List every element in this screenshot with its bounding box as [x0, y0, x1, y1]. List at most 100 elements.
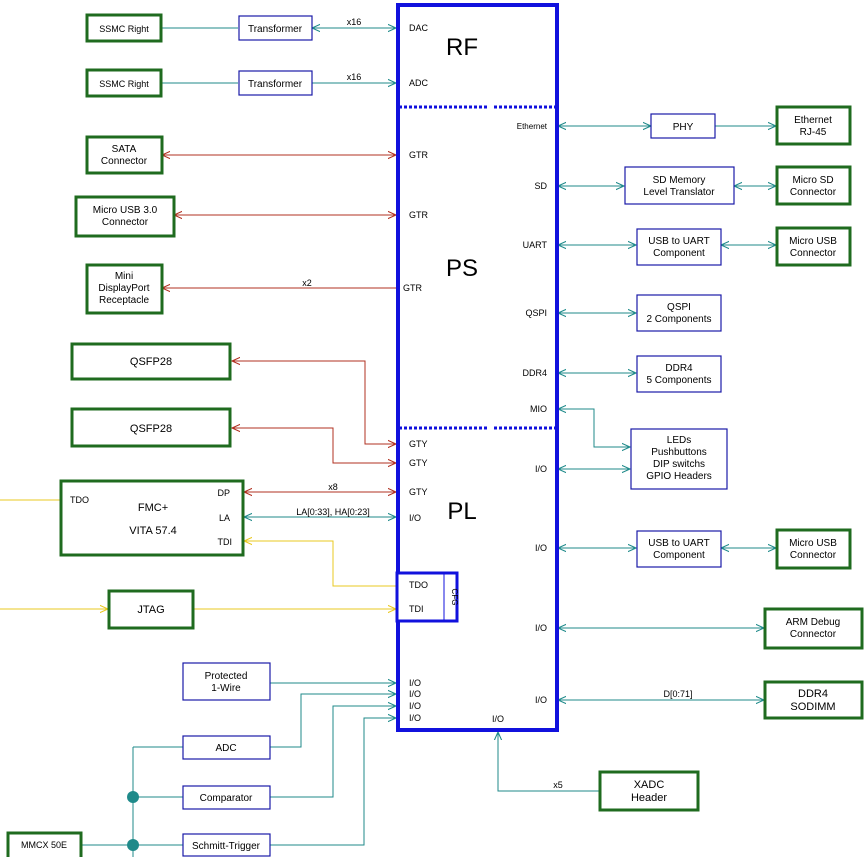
micro-usb-label: Connector — [790, 550, 837, 561]
ssmc-right-label: SSMC Right — [99, 79, 149, 89]
region-pl: PL — [447, 498, 476, 525]
port-gtr: GTR — [409, 150, 428, 160]
qsfp28-connector — [70, 407, 232, 448]
adc-box — [182, 735, 271, 760]
label-d-bus: D[0:71] — [663, 689, 692, 699]
leds-gpio-box — [630, 428, 728, 490]
xadc-header-connector — [598, 770, 700, 812]
adc-label: ADC — [215, 743, 236, 754]
junction-dot — [127, 791, 139, 803]
usb-uart-box — [636, 228, 722, 266]
right-components: PHY Ethernet RJ-45 SD Memory Level Trans… — [598, 105, 864, 812]
mini-dp-label: Receptacle — [99, 295, 149, 306]
port-io: I/O — [409, 713, 421, 723]
port-gtr: GTR — [403, 283, 422, 293]
transformer-label: Transformer — [248, 24, 303, 35]
port-ethernet: Ethernet — [517, 122, 548, 131]
ddr4-label: DDR4 — [665, 363, 693, 374]
comparator-label: Comparator — [200, 793, 253, 804]
device-block: RF PS PL TDO TDI CFG DAC ADC GTR GTR GTR… — [395, 3, 559, 732]
label-x2: x2 — [302, 278, 312, 288]
mmcx-label: MMCX 50E — [21, 840, 67, 850]
jtag-label: JTAG — [137, 604, 164, 616]
port-gty: GTY — [409, 458, 428, 468]
sd-level-translator-box — [624, 166, 735, 205]
leds-label: LEDs — [667, 435, 691, 446]
ddr4-sodimm-label: DDR4 — [798, 688, 828, 700]
port-uart: UART — [523, 240, 548, 250]
usb-uart-label: Component — [653, 550, 705, 561]
label-x5: x5 — [553, 780, 563, 790]
cfg-block — [395, 571, 459, 623]
micro-usb-label: Micro USB — [789, 538, 837, 549]
xadc-label: Header — [631, 792, 667, 804]
sd-translator-label: SD Memory — [653, 175, 706, 186]
protected-1wire-box — [182, 662, 271, 701]
left-components: SSMC Right Transformer SSMC Right Transf… — [6, 13, 313, 857]
transformer-box — [238, 15, 313, 41]
micro-usb3-connector — [74, 195, 176, 238]
micro-usb-label: Micro USB — [789, 236, 837, 247]
sata-label: SATA — [112, 144, 137, 155]
sd-translator-label: Level Translator — [643, 187, 715, 198]
transformer-box — [238, 70, 313, 96]
label-x8: x8 — [328, 482, 338, 492]
arm-debug-label: ARM Debug — [786, 617, 840, 628]
usb-uart-label: USB to UART — [648, 236, 710, 247]
port-io: I/O — [535, 695, 547, 705]
port-io: I/O — [409, 513, 421, 523]
port-io-bottom: I/O — [492, 714, 504, 724]
ssmc-right-connector — [85, 68, 163, 98]
transformer-label: Transformer — [248, 79, 303, 90]
micro-usb-label: Connector — [790, 248, 837, 259]
ssmc-right-label: SSMC Right — [99, 24, 149, 34]
micro-usb-connector — [775, 226, 852, 267]
usb-uart-box — [636, 530, 722, 568]
qspi-label: 2 Components — [646, 314, 711, 325]
mini-dp-label: DisplayPort — [98, 283, 149, 294]
micro-usb-connector — [775, 528, 852, 570]
mmcx-connector — [6, 831, 83, 857]
qsfp28-connector — [70, 342, 232, 381]
port-io: I/O — [535, 464, 547, 474]
qsfp28-label: QSFP28 — [130, 423, 172, 435]
port-mio: MIO — [530, 404, 547, 414]
sata-label: Connector — [101, 156, 148, 167]
usb-uart-label: Component — [653, 248, 705, 259]
schmitt-trigger-box — [182, 833, 271, 857]
protected-1wire-label: 1-Wire — [211, 683, 241, 694]
sata-connector — [85, 135, 164, 175]
ddr4-box — [636, 355, 722, 393]
connections — [0, 28, 776, 857]
fmc-port-dp: DP — [217, 488, 230, 498]
fmc-subtitle: VITA 57.4 — [129, 525, 177, 537]
port-io: I/O — [409, 701, 421, 711]
junction-dot — [127, 839, 139, 851]
phy-box — [650, 113, 716, 139]
micro-sd-label: Micro SD — [792, 175, 833, 186]
label-la-bus: LA[0:33], HA[0:23] — [296, 507, 370, 517]
region-rf: RF — [446, 34, 478, 61]
leds-label: Pushbuttons — [651, 447, 707, 458]
arm-debug-connector — [763, 607, 864, 650]
ssmc-right-connector — [85, 13, 163, 43]
phy-label: PHY — [673, 122, 694, 133]
fmc-port-tdi: TDI — [218, 537, 233, 547]
ethernet-label: Ethernet — [794, 115, 832, 126]
micro-usb3-label: Connector — [102, 217, 149, 228]
micro-sd-connector — [775, 165, 852, 206]
arm-debug-label: Connector — [790, 629, 837, 640]
ethernet-rj45-connector — [775, 105, 852, 146]
fmc-title: FMC+ — [138, 502, 168, 514]
micro-sd-label: Connector — [790, 187, 837, 198]
port-gtr: GTR — [409, 210, 428, 220]
jtag-connector — [107, 589, 195, 630]
ddr4-sodimm-label: SODIMM — [790, 701, 835, 713]
qsfp28-label: QSFP28 — [130, 356, 172, 368]
micro-usb3-label: Micro USB 3.0 — [93, 205, 158, 216]
mini-dp-label: Mini — [115, 271, 133, 282]
xadc-label: XADC — [634, 779, 665, 791]
port-dac: DAC — [409, 23, 429, 33]
line-labels: x16 x16 x2 x8 LA[0:33], HA[0:23] D[0:71]… — [296, 17, 692, 790]
port-io: I/O — [535, 623, 547, 633]
